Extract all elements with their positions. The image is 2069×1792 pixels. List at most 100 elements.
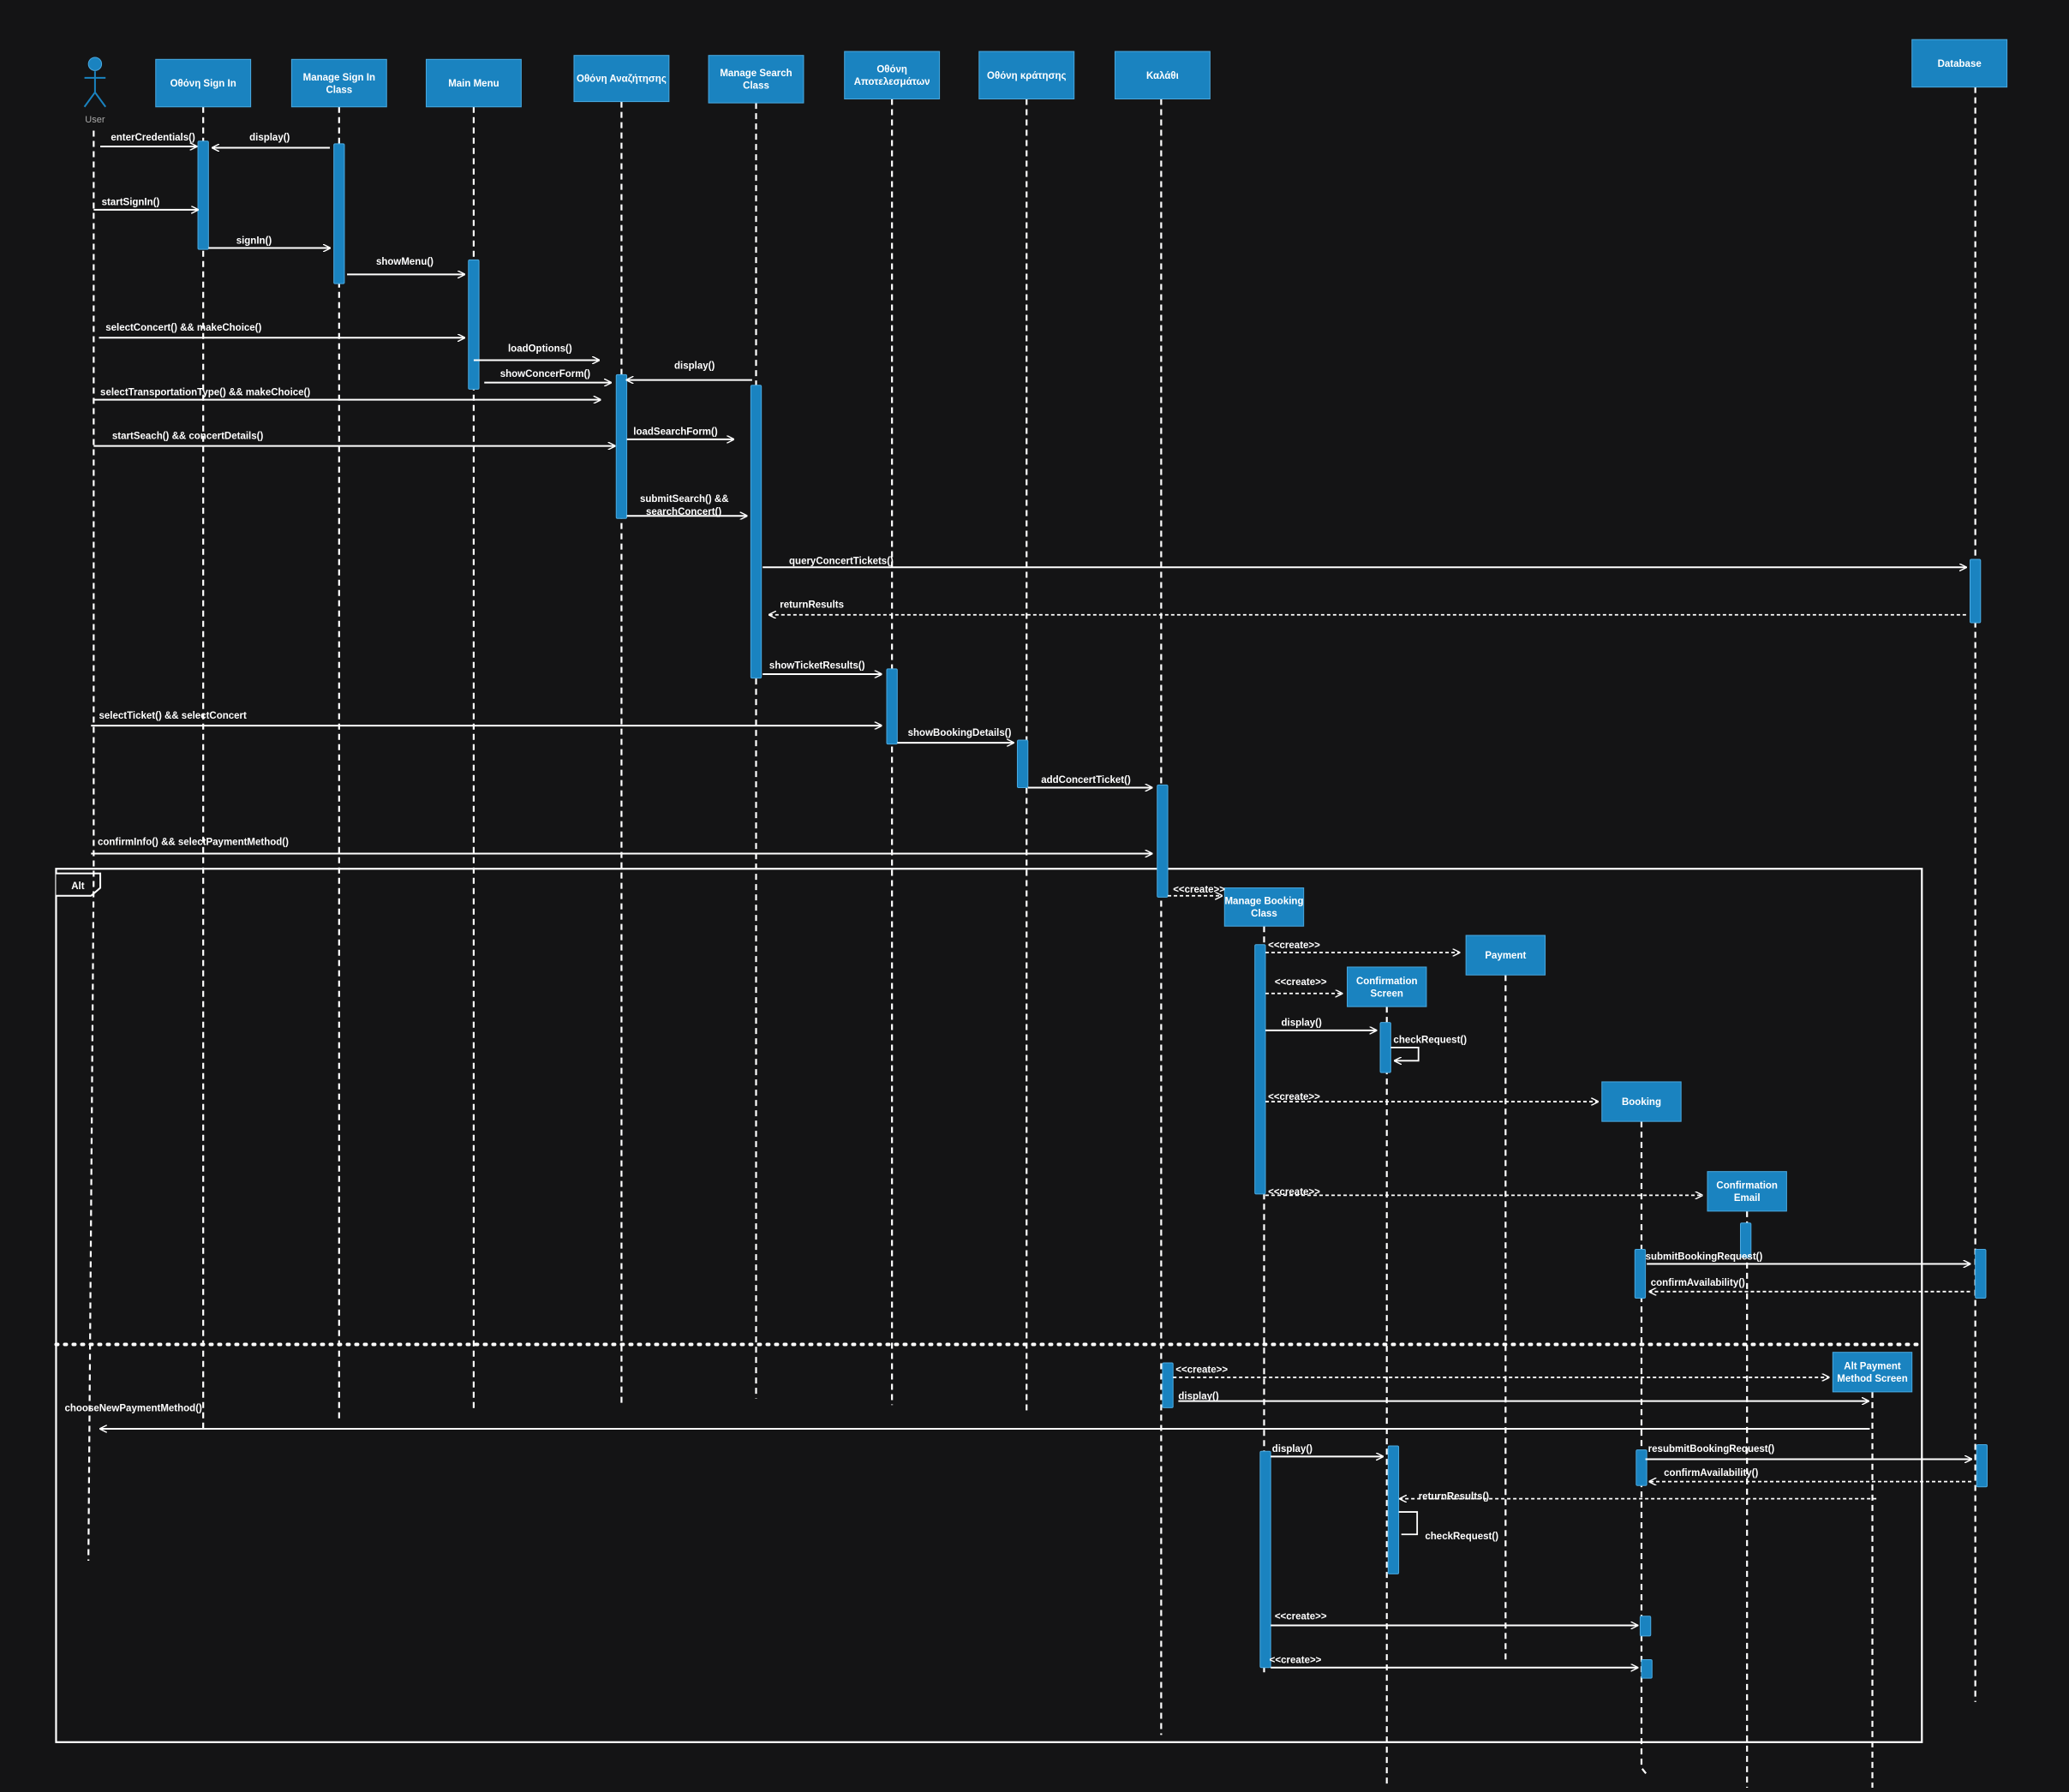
message-label: showTicketResults()	[769, 660, 865, 671]
lifeline-head-manage_booking	[1223, 887, 1305, 927]
lifeline-label-confirmation_screen: Confirmation	[1356, 977, 1418, 987]
activation-bar	[1254, 944, 1266, 1195]
activation-bar	[1162, 1362, 1174, 1408]
lifeline-label-search_screen: Οθόνη Αναζήτησης	[577, 75, 667, 85]
lifeline-label-results_screen: Αποτελεσμάτων	[854, 77, 930, 87]
message-label: display()	[249, 133, 290, 143]
actor-user-lifeline	[87, 130, 95, 1562]
lifeline-head-search_screen	[573, 55, 670, 103]
message-label: confirmInfo() && selectPaymentMethod()	[98, 838, 289, 848]
lifeline-label-signin_screen: Οθόνη Sign In	[170, 79, 236, 89]
message-label: showBookingDetails()	[908, 728, 1012, 738]
lifeline-label-manage_signin: Class	[326, 85, 352, 95]
message-label: returnResults	[780, 600, 844, 610]
lifeline-label-cart: Καλάθι	[1146, 71, 1179, 81]
lifeline-head-results_screen	[844, 51, 941, 100]
lifeline-label-manage_booking: Manage Booking	[1224, 897, 1303, 907]
message-label: checkRequest()	[1393, 1036, 1467, 1046]
lifeline-label-manage_signin: Manage Sign In	[303, 73, 375, 83]
lifeline-label-confirmation_screen: Screen	[1371, 989, 1403, 999]
message-label: submitBookingRequest()	[1646, 1251, 1763, 1262]
message-label: startSignIn()	[102, 198, 160, 208]
message-label: display()	[1272, 1444, 1313, 1455]
actor-user-label: User	[85, 115, 105, 125]
activation-bar	[1975, 1249, 1987, 1299]
activation-bar	[615, 373, 628, 519]
activation-bar	[1634, 1249, 1647, 1299]
lifeline-label-booking_screen: Οθόνη κράτησης	[987, 71, 1066, 81]
activation-bar	[1635, 1449, 1647, 1486]
message-label: searchConcert()	[646, 507, 721, 517]
activation-bar	[333, 143, 345, 284]
message-label: checkRequest()	[1425, 1532, 1498, 1542]
activation-bar	[886, 668, 898, 745]
lifeline-label-manage_search: Class	[743, 81, 769, 92]
activation-bar	[1259, 1450, 1271, 1669]
activation-bar	[468, 259, 480, 390]
activation-bar	[750, 385, 762, 679]
activation-bar	[1016, 739, 1029, 788]
activation-bar	[1969, 559, 1982, 624]
lifeline-head-confirmation_screen	[1347, 966, 1427, 1007]
lifeline-head-cart	[1114, 51, 1211, 100]
message-label: showMenu()	[376, 257, 434, 267]
lifeline-head-booking	[1601, 1081, 1682, 1122]
message-label: <<create>>	[1268, 1187, 1320, 1198]
message-label: resubmitBookingRequest()	[1648, 1444, 1775, 1455]
message-label: chooseNewPaymentMethod()	[64, 1403, 202, 1413]
lifeline-head-signin_screen	[155, 58, 252, 108]
lifeline-head-alt_payment_screen	[1832, 1352, 1913, 1393]
lifeline-head-payment	[1465, 935, 1546, 976]
message-label: signIn()	[236, 236, 272, 246]
alt-fragment-frame	[55, 868, 1923, 1743]
message-label: loadOptions()	[508, 344, 572, 355]
activation-bar	[1976, 1443, 1988, 1488]
message-label: submitSearch() &&	[640, 494, 729, 505]
message-label: selectTransportationType() && makeChoice…	[100, 387, 310, 397]
message-label: display()	[1282, 1018, 1322, 1029]
message-label: selectConcert() && makeChoice()	[105, 323, 261, 333]
lifeline-head-confirmation_email	[1707, 1171, 1787, 1212]
message-label: <<create>>	[1173, 885, 1225, 895]
lifeline-label-database: Database	[1938, 59, 1982, 69]
lifeline-label-payment: Payment	[1485, 951, 1526, 961]
activation-bar	[197, 140, 209, 250]
message-label: showConcerForm()	[500, 369, 591, 379]
message-label: <<create>>	[1275, 1612, 1327, 1622]
message-label: <<create>>	[1268, 941, 1320, 951]
lifeline-label-booking: Booking	[1622, 1097, 1661, 1108]
message-label: queryConcertTickets()	[789, 557, 894, 567]
message-label: <<create>>	[1270, 1656, 1322, 1666]
lifeline-label-confirmation_email: Confirmation	[1716, 1181, 1778, 1192]
actor-user-icon	[83, 57, 107, 108]
message-label: startSeach() && concertDetails()	[112, 431, 264, 441]
message-label: <<create>>	[1275, 977, 1327, 988]
message-label: addConcertTicket()	[1041, 775, 1131, 785]
message-label: <<create>>	[1175, 1365, 1228, 1376]
activation-bar	[1739, 1222, 1752, 1258]
activation-bar	[1157, 784, 1169, 898]
message-label: returnResults()	[1419, 1492, 1490, 1502]
lifeline-head-database	[1911, 39, 2008, 88]
activation-bar	[1639, 1616, 1652, 1637]
lifeline-label-confirmation_email: Email	[1734, 1193, 1761, 1204]
activation-bar	[1387, 1445, 1400, 1574]
alt-fragment-label: Alt	[71, 881, 85, 892]
lifeline-label-alt_payment_screen: Method Screen	[1837, 1374, 1907, 1384]
alt-fragment-tab	[56, 872, 102, 897]
message-arrow-self	[1390, 1047, 1420, 1060]
lifeline-head-booking_screen	[978, 51, 1075, 100]
message-label: confirmAvailability()	[1664, 1468, 1758, 1478]
activation-bar	[1641, 1659, 1653, 1679]
lifeline-head-main_menu	[425, 58, 522, 108]
lifeline-label-manage_search: Manage Search	[720, 69, 792, 79]
message-arrow-self	[1398, 1511, 1419, 1536]
message-label: selectTicket() && selectConcert	[99, 711, 248, 721]
lifeline-label-alt_payment_screen: Alt Payment	[1844, 1362, 1901, 1372]
message-label: enterCredentials()	[111, 133, 195, 143]
message-label: loadSearchForm()	[633, 427, 718, 438]
message-label: confirmAvailability()	[1651, 1278, 1745, 1288]
lifeline-label-main_menu: Main Menu	[448, 79, 499, 89]
